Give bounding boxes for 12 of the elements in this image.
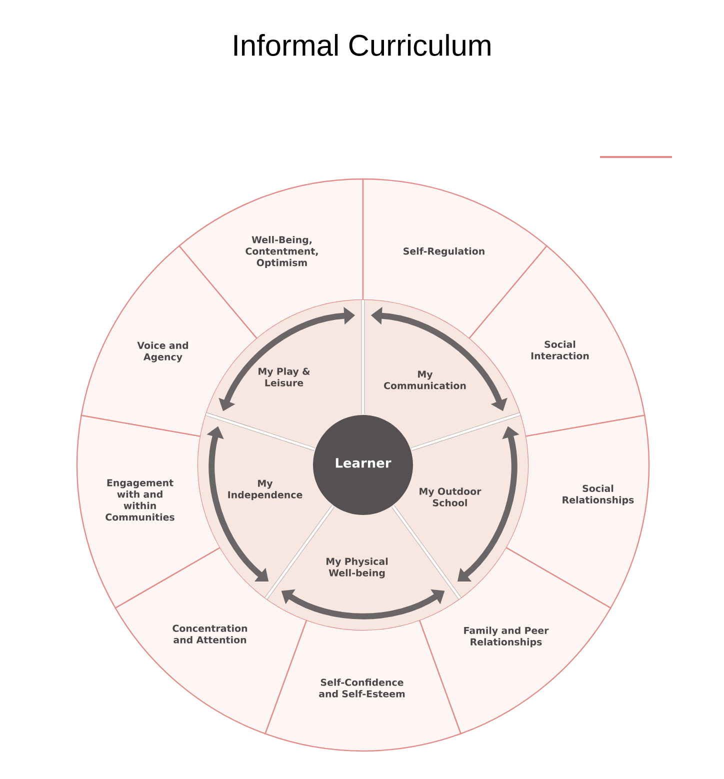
ring-segment: Social Relationships (505, 414, 650, 609)
node-label: My Communication (384, 370, 466, 390)
ring-segment: Self-Regulation (362, 178, 548, 340)
ring-segment: Engagement with and within Communities (76, 414, 221, 609)
node-label: My Outdoor School (420, 488, 482, 506)
ring-segment: Family and Peer Relationships (418, 546, 612, 734)
ring-segment: Concentration and Attention (114, 546, 308, 734)
ring-segment: Well-Being, Contentment, Optimism (178, 178, 364, 340)
node-label: My Play & Leisure (258, 368, 310, 386)
node-label: My Independence (228, 480, 302, 500)
title: Informal Curriculum (234, 34, 490, 56)
ring-segment: Self-Confidence and Self-Esteem (264, 619, 462, 752)
